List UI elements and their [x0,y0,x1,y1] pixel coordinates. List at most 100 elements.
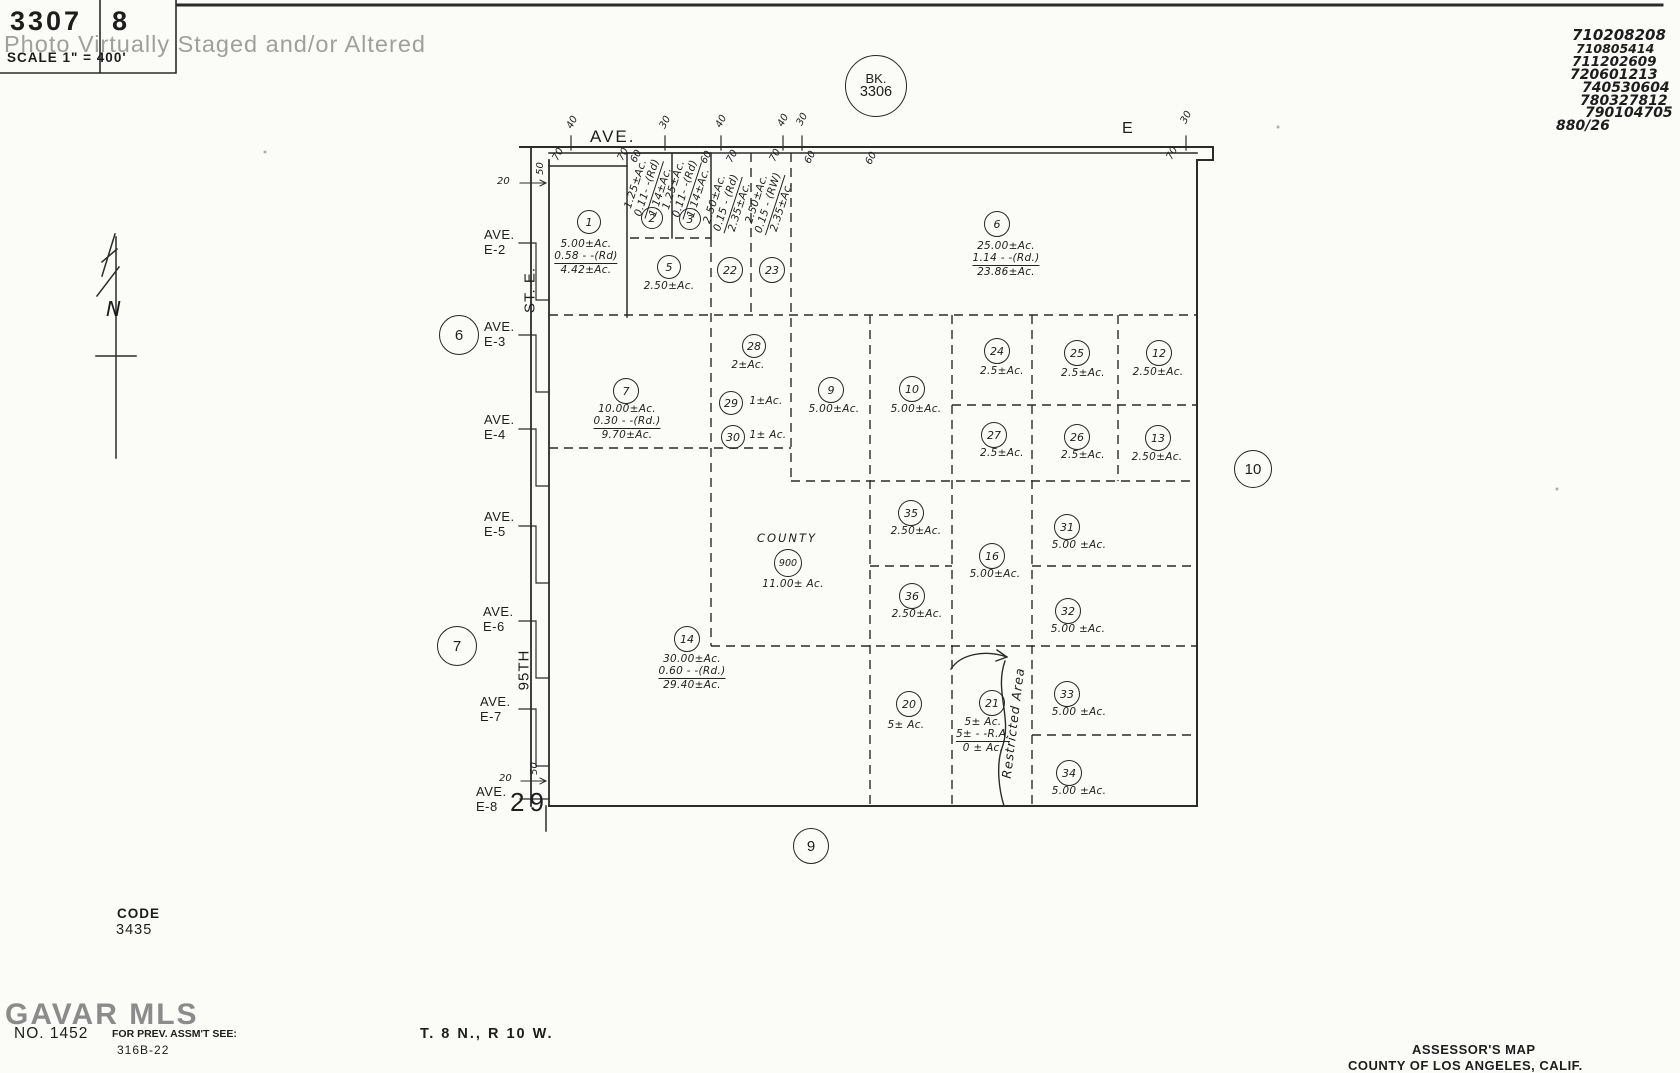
parcel-circle: 20 [896,691,922,717]
recording-number: 720601213 [1570,67,1658,83]
avenue-side-label-line: E-6 [483,619,505,634]
parcel-number: 6 [993,217,1001,231]
parcel-circle: 22 [717,257,743,283]
parcel-number: 26 [1070,430,1084,444]
parcel-number: 7 [622,384,630,398]
area-value: 5.00±Ac. [560,238,612,250]
area-value: 5.00 ±Ac. [1051,706,1107,718]
recording-number: 740530604 [1582,80,1670,96]
parcel-area: 5.00 ±Ac. [1052,706,1107,718]
parcel-area: 5.00±Ac. [809,403,860,415]
adjacent-sheet-circle: 9 [793,828,829,864]
95th-street-label: 95TH [515,649,533,691]
area-value: 23.86±Ac. [977,266,1035,278]
avenue-side-label-line: AVE. [483,604,514,619]
parcel-number: 36 [905,589,919,603]
photo-staged-watermark: Photo Virtually Staged and/or Altered [4,31,426,57]
parcel-area: 5.00±Ac. [891,403,942,415]
avenue-side-label-line: AVE. [484,319,515,334]
recording-number: 880/26 [1556,118,1610,134]
book-circle-number: 3306 [859,84,893,101]
parcel-area: 1±Ac. [749,395,782,407]
parcel-area: 2.50±Ac. [1133,366,1184,378]
map-no: NO. 1452 [14,1025,89,1042]
parcel-number: 31 [1060,520,1074,534]
avenue-e-label: AVE. [590,127,636,146]
parcel-number: 32 [1061,604,1075,618]
area-value: 9.70±Ac. [601,429,653,441]
avenue-side-label: AVE.E-6 [483,604,514,634]
area-value: 2.5±Ac. [980,447,1024,459]
area-value: 25.00±Ac. [977,240,1035,252]
parcel-circle: 28 [742,334,766,358]
area-value: 11.00± Ac. [762,578,824,590]
parcel-circle: 1 [577,210,601,234]
parcel-area: 5± Ac.5± - -R.A.0 ± Ac. [955,716,1011,754]
adjacent-sheet-circle: 6 [439,315,479,355]
parcel-number: 33 [1060,687,1074,701]
area-value: 5.00 ±Ac. [1051,539,1107,551]
parcel-area: 5.00 ±Ac. [1051,623,1106,635]
parcel-number: 23 [765,263,779,277]
parcel-area: 25.00±Ac.1.14 - -(Rd.)23.86±Ac. [972,240,1040,278]
book-circle-prefix: BK. [865,70,887,86]
area-value: 2.50±Ac. [890,525,942,537]
parcel-number: 29 [724,396,738,410]
parcel-area: 30.00±Ac.0.60 - -(Rd.)29.40±Ac. [658,653,726,691]
area-value: 1± Ac. [749,429,787,441]
parcel-number: 24 [990,344,1004,358]
street-e-label: ST. E. [521,266,539,314]
parcel-circle: 31 [1054,514,1080,540]
adjacent-sheet-number: 10 [1244,460,1262,478]
gavar-mls-watermark: GAVAR MLS [5,998,199,1031]
adjacent-sheet-number: 9 [806,837,816,855]
parcel-number: 20 [902,697,916,711]
county-label: COUNTY [756,531,818,545]
parcel-number: 30 [726,430,740,444]
parcel-number: 12 [1152,346,1166,360]
parcel-area: 2.50±Ac. [891,525,942,537]
parcel-area: 5.00 ±Ac. [1052,785,1107,797]
parcel-circle: 30 [721,425,745,449]
parcel-area: 5± Ac. [888,719,925,731]
tax-code-label: CODE [117,906,161,921]
parcel-area: 10.00±Ac.0.30 - -(Rd.)9.70±Ac. [593,403,661,441]
parcel-area: 2.5±Ac. [1061,367,1105,379]
avenue-side-label: AVE.E-3 [484,319,515,349]
assessor-map-title: ASSESSOR'S MAP [1412,1042,1536,1057]
sheet-number: 8 [112,6,128,36]
avenue-side-label-line: AVE. [484,509,515,524]
parcel-area: 2.50±Ac. [892,608,943,620]
avenue-e-letter: E [1122,120,1133,137]
parcel-circle: 16 [979,543,1005,569]
parcel-area: 2.50±Ac. [1132,451,1183,463]
parcel-circle: 32 [1055,598,1081,624]
parcel-number: 16 [985,549,999,563]
parcel-number: 22 [723,263,737,277]
parcel-circle: 7 [613,378,639,404]
parcel-number: 14 [680,632,694,646]
parcel-number: 1 [585,215,593,229]
adjacent-sheet-number: 7 [452,637,462,655]
area-value: 2.50±Ac. [891,608,943,620]
area-value: 2±Ac. [731,359,765,371]
parcel-area: 2±Ac. [731,359,764,371]
avenue-side-label-line: E-8 [476,799,498,814]
parcel-area: 1± Ac. [750,429,787,441]
parcel-circle: 10 [899,376,925,402]
area-value: 0.58 - -(Rd) [554,250,618,264]
dimension-tick: 50 [534,162,546,175]
avenue-side-label: AVE.E-5 [484,509,515,539]
area-value: 2.5±Ac. [1061,367,1105,379]
dimension-tick: 20 [497,176,510,187]
parcel-circle: 3 [679,208,701,230]
parcel-circle: 27 [981,422,1007,448]
parcel-number: 27 [987,428,1001,442]
parcel-circle: 35 [898,500,924,526]
area-value: 5± Ac. [964,716,1002,728]
parcel-number: 28 [747,339,761,353]
area-value: 0.60 - -(Rd.) [658,665,726,679]
parcel-circle: 36 [899,583,925,609]
area-value: 5.00±Ac. [969,568,1021,580]
